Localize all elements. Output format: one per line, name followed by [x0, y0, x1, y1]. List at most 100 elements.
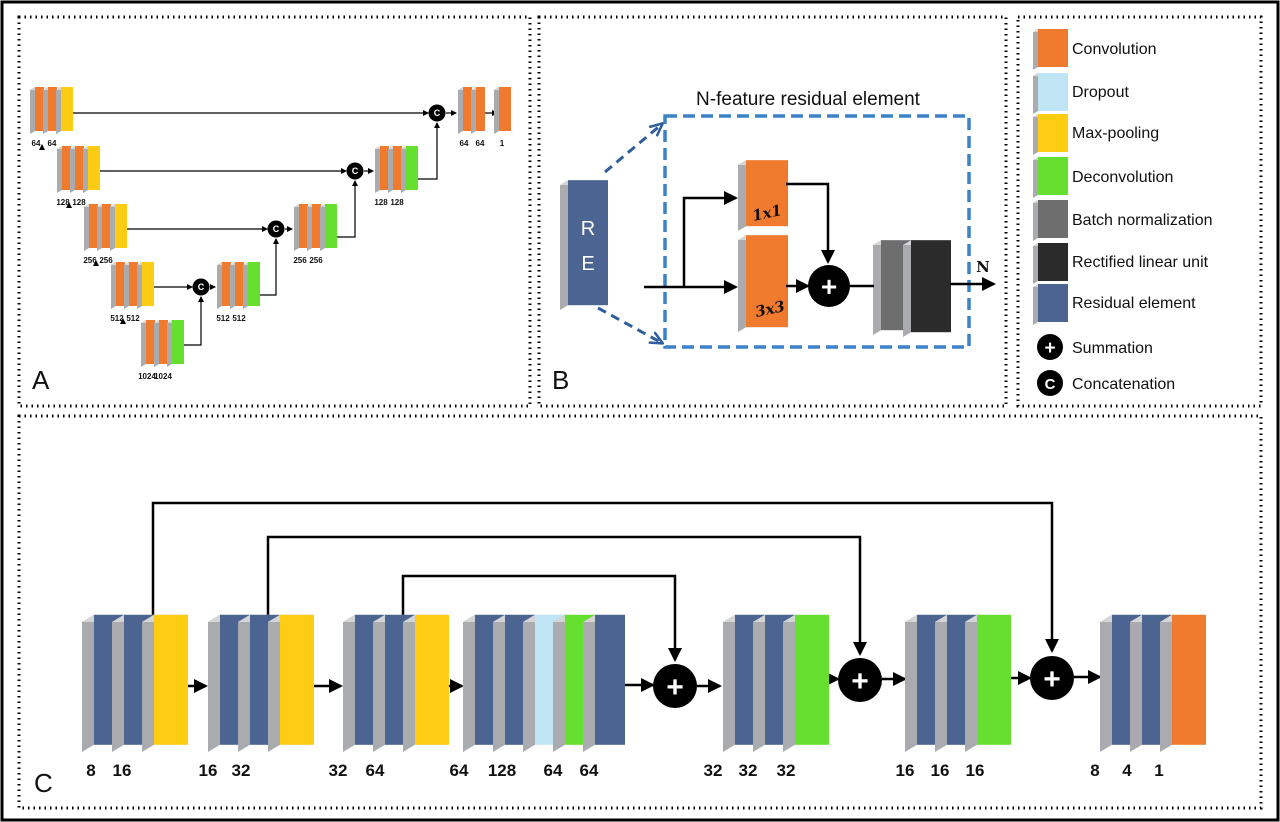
branch-to-1x1-wire	[682, 191, 738, 287]
panel-a-output-conv-block	[494, 87, 511, 134]
panel-a-channel-label: 64	[32, 139, 41, 148]
residual-element-block	[560, 180, 608, 310]
panel-a-channel-label: 64	[48, 139, 57, 148]
panel-a-concatenation-icon: C	[267, 220, 285, 238]
panel-c-channel-label: 4	[1122, 761, 1132, 780]
panel-a-up-wire	[260, 238, 279, 296]
panel-a-channel-label: 128	[72, 198, 86, 207]
legend-label-batch-normalization: Batch normalization	[1072, 212, 1213, 229]
svg-text:C: C	[273, 224, 280, 234]
re-block-letter-r: R	[581, 218, 595, 240]
panel-c-channel-label: 32	[777, 761, 796, 780]
relu-block-icon	[1033, 243, 1068, 284]
panel-b-border	[537, 15, 1008, 408]
panel-a-encoder-conv-block	[57, 146, 71, 193]
svg-text:+: +	[851, 665, 869, 698]
panel-a-encoder-conv-block	[124, 262, 138, 309]
panel-a-channel-label: 512	[110, 314, 124, 323]
panel-a-deconv-block	[320, 204, 337, 251]
legend-label-relu: Rectified linear unit	[1072, 254, 1209, 271]
panel-c-channel-label: 64	[366, 761, 385, 780]
relu-block	[903, 240, 951, 337]
svg-text:C: C	[352, 166, 359, 176]
summation-icon	[1037, 334, 1063, 360]
panel-c-channel-label: 32	[739, 761, 758, 780]
panel-a-concatenation-icon: C	[346, 162, 364, 180]
panel-a-channel-label: 512	[216, 314, 230, 323]
panel-c-deconvolution-block	[783, 614, 829, 752]
panel-a-encoder-conv-block	[30, 87, 44, 134]
residual-element-block-icon	[1033, 284, 1068, 325]
conv-1x1-label: 1x1	[751, 201, 784, 225]
panel-a-maxpool-block	[110, 204, 127, 251]
svg-text:+: +	[1043, 663, 1061, 696]
panel-a-decoder-conv-block	[307, 204, 321, 251]
panel-c-channel-label: 128	[488, 761, 516, 780]
panel-c-max-pooling-block	[142, 614, 188, 752]
legend-label-dropout: Dropout	[1072, 84, 1129, 101]
panel-a-channel-label: 64	[460, 139, 469, 148]
panel-c-channel-label: 16	[966, 761, 985, 780]
legend: Convolution Dropout Max-pooling Deconvol…	[1033, 29, 1213, 396]
panel-a-channel-label: 1024	[138, 372, 156, 381]
panel-a-decoder-conv-block	[230, 262, 244, 309]
panel-a-channel-label: 128	[374, 198, 388, 207]
panel-a-decoder-conv-block	[217, 262, 231, 309]
1x1-to-sum-wire	[786, 182, 835, 264]
legend-label-deconvolution: Deconvolution	[1072, 169, 1173, 186]
panel-a-channel-label: 512	[126, 314, 140, 323]
legend-label-residual-element: Residual element	[1072, 295, 1196, 312]
panel-a-maxpool-block	[83, 146, 100, 193]
legend-panel-border	[1016, 15, 1263, 408]
panel-b-title: N-feature residual element	[696, 89, 921, 110]
panel-a-deconv-block	[167, 320, 184, 367]
panel-b-summation-icon	[808, 265, 850, 307]
panel-c-channel-label: 32	[704, 761, 723, 780]
re-block-letter-e: E	[581, 253, 594, 275]
panel-c-channel-label: 16	[931, 761, 950, 780]
expand-arrow-top	[604, 124, 662, 174]
panel-a-channel-label: 1024	[154, 372, 172, 381]
panel-a-blocks	[30, 87, 511, 367]
panel-a-decoder-conv-block	[375, 146, 389, 193]
panel-c-convolution-block	[1160, 614, 1206, 752]
panel-a-encoder-conv-block	[43, 87, 57, 134]
panel-a-border	[17, 15, 532, 408]
deconvolution-block-icon	[1033, 157, 1068, 198]
panel-a-up-wire	[418, 122, 440, 180]
panel-a-channel-label: 64	[476, 139, 485, 148]
panel-c-channel-label: 8	[86, 761, 95, 780]
legend-label-max-pooling: Max-pooling	[1072, 125, 1159, 142]
batch-normalization-block-icon	[1033, 200, 1068, 241]
panel-b-letter: B	[552, 365, 569, 395]
panel-c-channel-label: 1	[1154, 761, 1163, 780]
panel-c-residual-element-block	[583, 614, 625, 752]
panel-c-blocks	[82, 614, 1206, 752]
summation-icon-symbol: +	[1044, 338, 1055, 359]
panel-a-decoder-conv-block	[388, 146, 402, 193]
legend-block-icons	[1033, 29, 1068, 325]
panel-c-channel-label: 16	[113, 761, 132, 780]
svg-text:+: +	[666, 671, 684, 704]
panel-a-concatenation-icon: C	[428, 104, 446, 122]
legend-label-summation: Summation	[1072, 340, 1153, 357]
panel-c-border	[17, 414, 1263, 810]
dropout-block-icon	[1033, 73, 1068, 114]
panel-a-deconv-block	[401, 146, 418, 193]
panel-c-channel-label: 16	[199, 761, 218, 780]
panel-c-summation-icon: +	[838, 658, 882, 702]
panel-c-max-pooling-block	[268, 614, 314, 752]
panel-c-skip-connection-inner	[401, 574, 682, 662]
panel-b-summation-symbol: +	[821, 271, 837, 302]
panel-a-up-wire	[337, 180, 358, 238]
residual-element-outline-box	[663, 114, 971, 349]
panel-a-encoder-conv-block	[70, 146, 84, 193]
panel-c-summation-icon: +	[1030, 656, 1074, 700]
panel-a-decoder-conv-block	[458, 87, 472, 134]
panel-a-channel-label: 1	[500, 139, 505, 148]
convolution-block-icon	[1033, 29, 1068, 70]
